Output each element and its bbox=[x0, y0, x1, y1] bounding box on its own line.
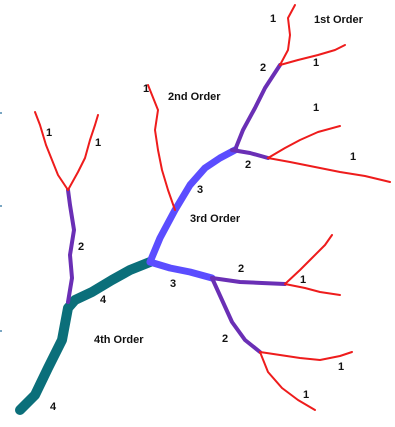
order-number-label: 1 bbox=[300, 274, 306, 286]
first-order-stream bbox=[259, 351, 316, 411]
first-order-stream bbox=[147, 84, 176, 211]
first-order-stream bbox=[279, 44, 346, 66]
title-second-order: 2nd Order bbox=[168, 91, 221, 103]
second-order-segment-upper bbox=[233, 63, 282, 152]
order-number-label: 2 bbox=[245, 159, 251, 171]
order-number-label: 1 bbox=[338, 361, 344, 373]
order-number-label: 3 bbox=[170, 278, 176, 290]
order-number-label: 1 bbox=[46, 127, 52, 139]
left-edge-mark bbox=[0, 205, 2, 207]
order-number-label: 2 bbox=[78, 241, 84, 253]
left-edge-mark bbox=[0, 330, 2, 332]
second-order-segment-right bbox=[210, 276, 287, 286]
left-edge-mark bbox=[0, 112, 2, 114]
first-order-stream bbox=[284, 283, 341, 296]
order-number-label: 1 bbox=[350, 151, 356, 163]
first-order-stream bbox=[284, 234, 333, 285]
first-order-stream bbox=[67, 114, 99, 191]
title-first-order: 1st Order bbox=[314, 14, 364, 26]
order-number-label: 3 bbox=[197, 184, 203, 196]
order-number-label: 4 bbox=[50, 401, 57, 413]
order-number-label: 1 bbox=[270, 13, 276, 25]
title-fourth-order: 4th Order bbox=[94, 334, 144, 346]
title-third-order: 3rd Order bbox=[190, 213, 241, 225]
order-number-label: 2 bbox=[238, 263, 244, 275]
third-order-segment-main bbox=[146, 146, 239, 266]
second-order-segment-lower bbox=[210, 276, 262, 354]
order-number-label: 2 bbox=[222, 333, 228, 345]
third-order-segment-lower bbox=[146, 258, 216, 282]
order-number-label: 1 bbox=[95, 137, 101, 149]
fourth-order-segment bbox=[15, 257, 155, 415]
order-number-label: 2 bbox=[260, 62, 266, 74]
order-number-label: 1 bbox=[303, 389, 309, 401]
first-order-stream bbox=[259, 351, 353, 361]
first-order-stream bbox=[267, 157, 391, 183]
order-number-label: 1 bbox=[143, 83, 149, 95]
order-number-label: 1 bbox=[313, 102, 319, 114]
first-order-stream bbox=[267, 125, 341, 159]
order-number-label: 1 bbox=[313, 57, 319, 69]
first-order-stream bbox=[279, 4, 296, 66]
second-order-segment-mid bbox=[230, 148, 270, 160]
second-order-segment-left bbox=[66, 188, 76, 304]
order-number-label: 4 bbox=[100, 294, 107, 306]
first-order-stream bbox=[34, 111, 69, 191]
